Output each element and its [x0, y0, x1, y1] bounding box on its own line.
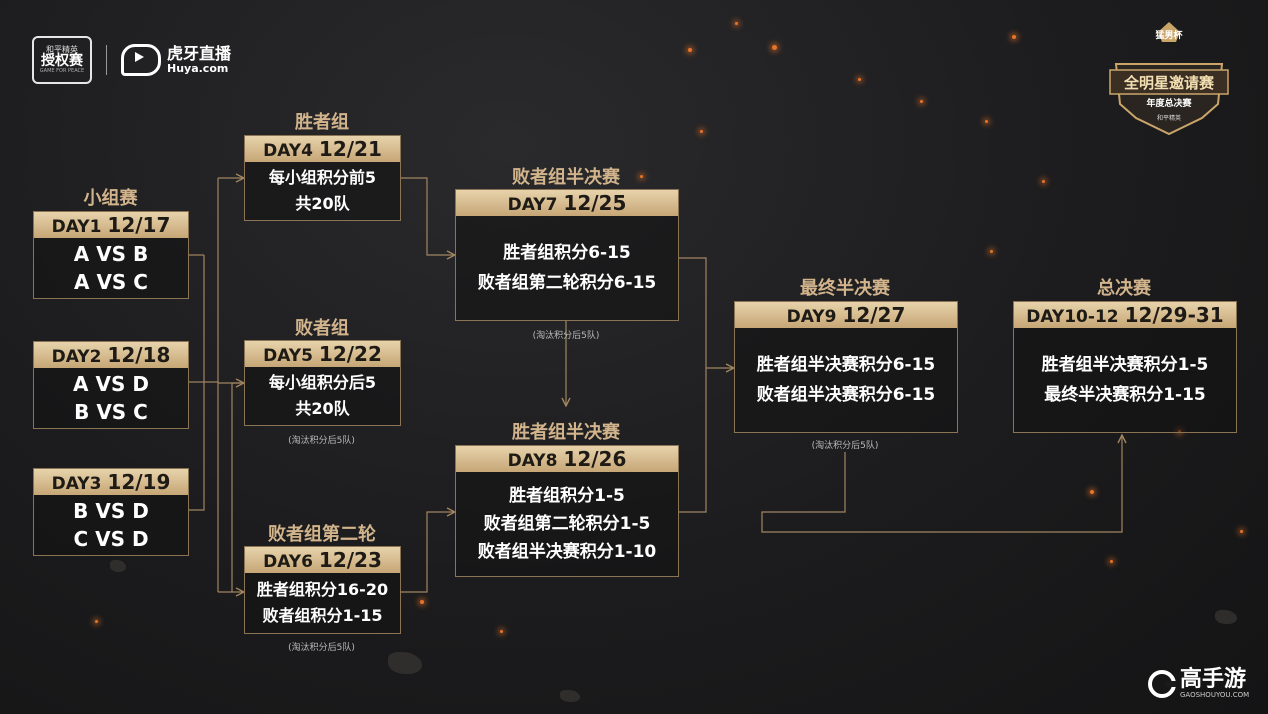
- site-watermark: 高手游 GAOSHOUYOU.COM: [1148, 667, 1249, 700]
- svg-text:和平精英: 和平精英: [1157, 114, 1181, 122]
- sponsor-logos: 和平精英 授权赛 GAME FOR PEACE 虎牙直播 Huya.com: [32, 36, 231, 84]
- logo-divider: [106, 45, 107, 75]
- pubg-authorized-logo: 和平精英 授权赛 GAME FOR PEACE: [32, 36, 92, 84]
- elimination-note: (淘汰积分后5队): [532, 331, 600, 341]
- event-emblem: 猛男杯 全明星邀请赛 年度总决赛 和平精英: [1109, 22, 1229, 136]
- stage-title-losers: 败者组: [295, 318, 349, 339]
- stage-title-final-semi: 最终半决赛: [800, 278, 890, 299]
- elimination-note: (淘汰积分后5队): [288, 436, 355, 446]
- huya-logo: 虎牙直播 Huya.com: [121, 44, 231, 76]
- svg-text:猛男杯: 猛男杯: [1154, 29, 1183, 41]
- gaoshouyou-logo-icon: [1148, 669, 1176, 698]
- stage-title-final: 总决赛: [1097, 278, 1151, 299]
- svg-text:年度总决赛: 年度总决赛: [1146, 97, 1192, 109]
- elimination-note: (淘汰积分后5队): [811, 441, 879, 451]
- stage-title-group: 小组赛: [83, 188, 138, 209]
- stage-title-losers-semi: 败者组半决赛: [512, 167, 620, 188]
- stage-title-winners-semi: 胜者组半决赛: [512, 422, 620, 443]
- svg-text:全明星邀请赛: 全明星邀请赛: [1123, 74, 1215, 92]
- elimination-note: (淘汰积分后5队): [288, 643, 355, 653]
- stage-title-losers-r2: 败者组第二轮: [268, 524, 376, 545]
- huya-play-icon: [121, 44, 161, 76]
- stage-title-winners: 胜者组: [295, 112, 349, 133]
